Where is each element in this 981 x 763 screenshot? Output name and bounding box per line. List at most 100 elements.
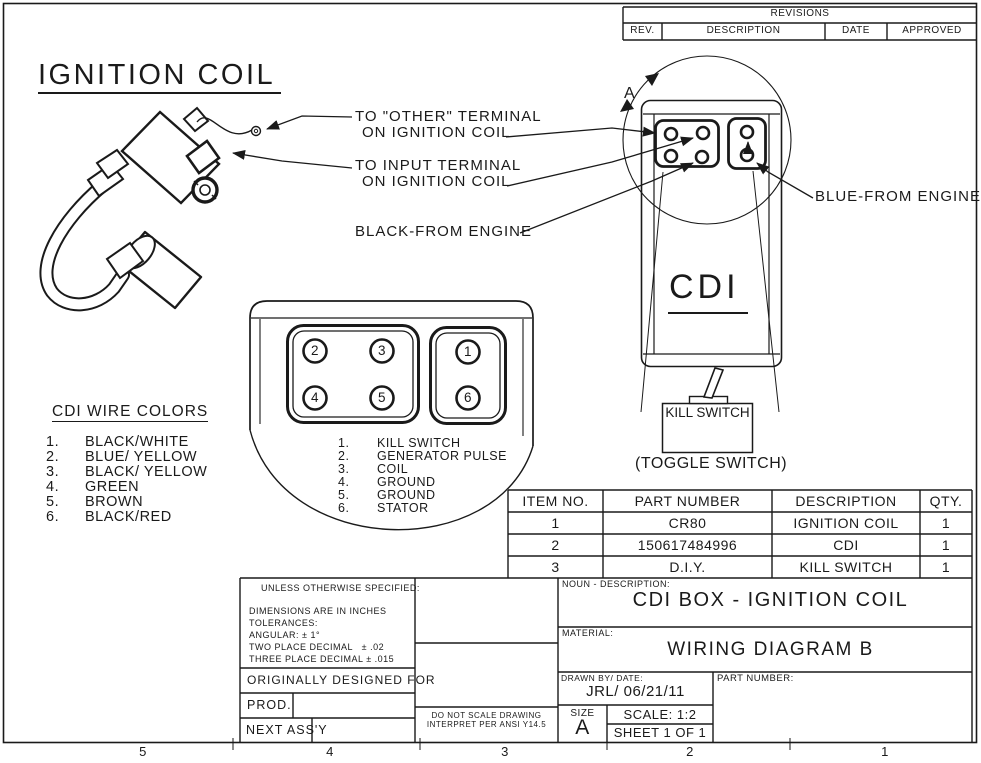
detail-arrow-icon	[620, 99, 634, 112]
zone-number: 4	[326, 744, 334, 759]
noun-description-label: NOUN - DESCRIPTION:	[562, 579, 671, 589]
cdi-box-drawing	[640, 99, 783, 454]
pin-number: 4	[310, 390, 319, 405]
wire-color-num: 3.	[46, 464, 60, 480]
originally-designed-label: ORIGINALLY DESIGNED FOR	[247, 673, 436, 687]
parts-cell: 3	[551, 559, 560, 575]
drawn-by-label: DRAWN BY/ DATE:	[561, 673, 644, 683]
parts-col-item: ITEM NO.	[522, 493, 589, 509]
pin-legend-num: 2.	[338, 449, 350, 463]
pin-legend-num: 5.	[338, 488, 350, 502]
parts-cell: CR80	[668, 515, 707, 531]
pin-number: 6	[463, 390, 472, 405]
boot-collar	[105, 241, 145, 280]
parts-col-qty: QTY.	[929, 493, 963, 509]
terminal-ring	[250, 125, 262, 137]
tolerance-line: DIMENSIONS ARE IN INCHES	[249, 606, 387, 616]
parts-cell: IGNITION COIL	[793, 515, 899, 531]
pin-legend-label: GROUND	[377, 488, 436, 502]
tolerance-title: UNLESS OTHERWISE SPECIFIED:	[261, 583, 420, 593]
wire-color-num: 1.	[46, 434, 60, 450]
zone-number: 1	[881, 744, 889, 759]
zone-number: 3	[501, 744, 509, 759]
callout-other-terminal-line2: ON IGNITION COIL	[362, 124, 511, 141]
parts-col-part-number: PART NUMBER	[634, 493, 741, 509]
callout-black-from-engine: BLACK-FROM ENGINE	[355, 223, 533, 240]
tolerance-line: TOLERANCES:	[249, 618, 318, 628]
left-connector-outline	[286, 324, 420, 424]
cdi-right-connector	[727, 117, 767, 170]
part-number-label: PART NUMBER:	[717, 673, 794, 684]
pin-legend-label: KILL SWITCH	[377, 436, 461, 450]
tolerance-line: ANGULAR: ± 1°	[249, 630, 321, 640]
wire-color-label: BLACK/WHITE	[85, 434, 189, 450]
revisions-title: REVISIONS	[770, 8, 830, 19]
detail-arrow-icon	[645, 73, 659, 86]
pin-legend-label: GENERATOR PULSE	[377, 449, 507, 463]
wire-color-num: 5.	[46, 494, 60, 510]
detail-circle-a	[620, 55, 792, 225]
right-connector-outline	[429, 326, 507, 425]
material-label: MATERIAL:	[562, 628, 614, 638]
wire-color-label: BLUE/ YELLOW	[85, 449, 198, 465]
revisions-col-rev: REV.	[630, 25, 655, 36]
leader-lines	[232, 115, 814, 234]
wire-color-label: GREEN	[85, 479, 140, 495]
terminal-wire	[196, 117, 253, 135]
drawing-subtitle: WIRING DIAGRAM B	[667, 639, 874, 660]
parts-cell: KILL SWITCH	[799, 559, 893, 575]
pin-legend-num: 3.	[338, 462, 350, 476]
pin-number: 5	[377, 390, 386, 405]
revisions-col-date: DATE	[842, 25, 870, 36]
wire-colors-title: CDI WIRE COLORS	[52, 403, 209, 423]
revisions-col-approved: APPROVED	[902, 25, 962, 36]
wire-color-num: 6.	[46, 509, 60, 525]
input-terminal	[185, 139, 221, 175]
do-not-scale-line2: INTERPRET PER ANSI Y14.5	[426, 720, 547, 729]
toggle-switch-label: (TOGGLE SWITCH)	[635, 455, 788, 472]
detail-circle-arc	[249, 429, 534, 531]
ignition-coil-drawing	[39, 106, 262, 312]
page-title: IGNITION COIL	[38, 60, 282, 95]
sheet-border	[2, 2, 978, 750]
parts-cell: D.I.Y.	[669, 559, 706, 575]
callout-input-terminal-line1: TO INPUT TERMINAL	[355, 157, 522, 174]
pin-legend-num: 4.	[338, 475, 350, 489]
parts-cell: 1	[941, 515, 951, 531]
parts-col-description: DESCRIPTION	[795, 493, 897, 509]
toggle-lever	[702, 367, 725, 399]
tolerance-line: THREE PLACE DECIMAL ± .015	[249, 654, 395, 664]
pin-legend-num: 1.	[338, 436, 350, 450]
top-terminal	[182, 106, 210, 133]
size-value: A	[575, 716, 590, 739]
wire-color-num: 4.	[46, 479, 60, 495]
drawing-noun-title: CDI BOX - IGNITION COIL	[632, 589, 909, 611]
next-assy-label: NEXT ASS'Y	[246, 723, 328, 737]
callout-input-terminal-line2: ON IGNITION COIL	[362, 173, 511, 190]
prod-label: PROD.	[247, 698, 292, 712]
wire-color-label: BLACK/ YELLOW	[85, 464, 208, 480]
cdi-pins	[663, 124, 755, 165]
wire-color-label: BLACK/RED	[85, 509, 172, 525]
pin-legend-num: 6.	[338, 501, 350, 515]
detail-letter-a: A	[624, 85, 636, 102]
detail-view-connector	[249, 300, 534, 531]
revisions-col-description: DESCRIPTION	[706, 25, 781, 36]
parts-cell: CDI	[833, 537, 859, 553]
pin-number: 2	[310, 343, 319, 358]
callout-blue-from-engine: BLUE-FROM ENGINE	[815, 188, 981, 205]
pin-legend-label: COIL	[377, 462, 409, 476]
scale-value: SCALE: 1:2	[623, 707, 697, 722]
size-label: SIZE	[570, 708, 595, 719]
pin-number: 1	[463, 344, 472, 359]
zone-number: 5	[139, 744, 147, 759]
tolerance-line: TWO PLACE DECIMAL ± .02	[249, 642, 385, 652]
lead-collar	[95, 148, 130, 180]
connector-pins	[302, 338, 481, 411]
callout-other-terminal-line1: TO "OTHER" TERMINAL	[355, 108, 542, 125]
parts-cell: 1	[941, 537, 951, 553]
grid-lines	[239, 6, 977, 743]
pin-legend-label: GROUND	[377, 475, 436, 489]
